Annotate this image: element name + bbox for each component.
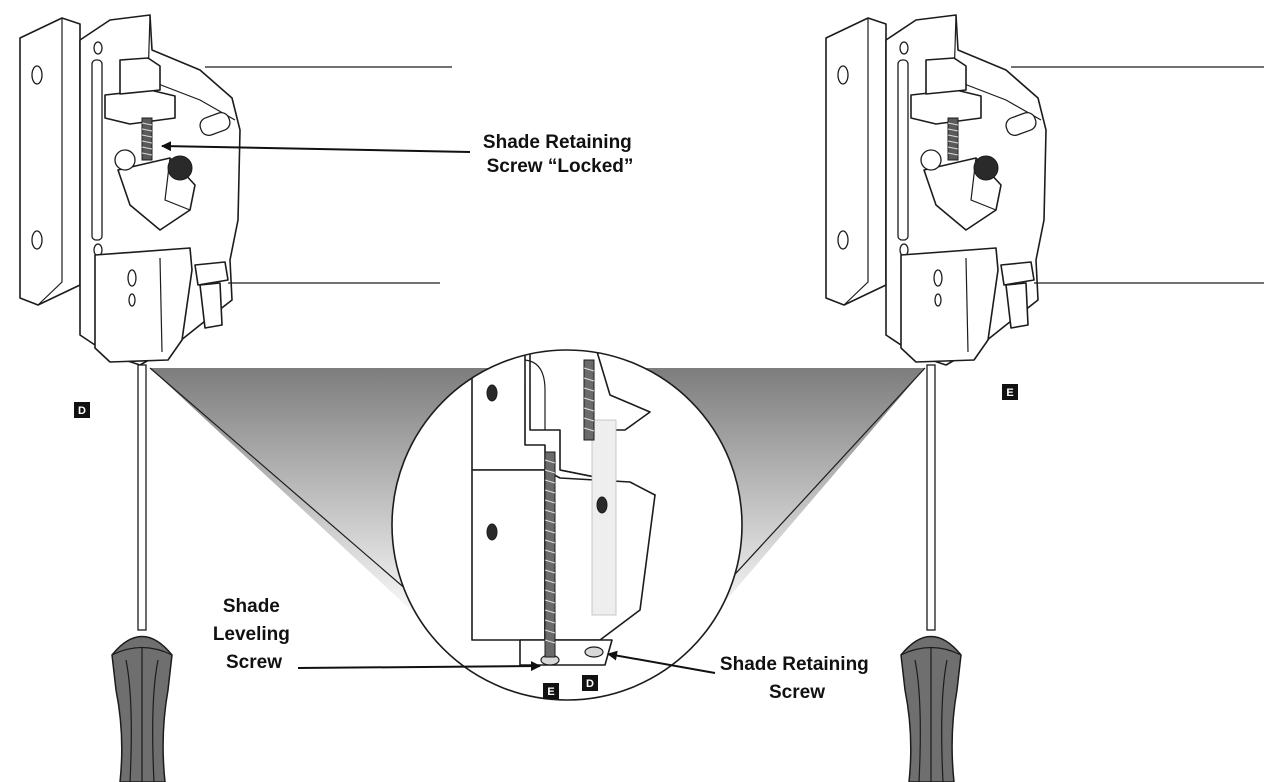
svg-text:D: D <box>78 405 86 417</box>
right-mounting-plate <box>825 17 887 306</box>
callout-arrows <box>161 141 716 674</box>
left-retaining-screw <box>141 117 153 161</box>
right-retaining-screw <box>947 117 959 161</box>
callout-retaining-screw: Shade Retaining Screw <box>720 654 874 703</box>
detail-magnifier <box>391 349 743 701</box>
detail-retaining-screw <box>583 359 595 441</box>
right-lower-housing <box>900 247 999 363</box>
svg-text:E: E <box>1006 387 1013 399</box>
callout-retaining-locked: Shade Retaining Screw “Locked” <box>483 132 637 177</box>
badge-detail-leveling: E <box>543 683 559 699</box>
detail-leveling-screw <box>544 451 556 658</box>
callout-leveling-screw: Shade Leveling Screw <box>213 596 295 673</box>
right-bracket-assembly <box>825 14 1264 366</box>
badge-right-bracket: E <box>1002 384 1018 400</box>
left-bracket-assembly <box>19 14 452 366</box>
svg-text:E: E <box>547 686 554 698</box>
svg-text:D: D <box>586 678 594 690</box>
detail-retaining-screw-head <box>584 646 604 658</box>
left-lower-housing <box>94 247 193 363</box>
badge-left-bracket: D <box>74 402 90 418</box>
left-mounting-plate <box>19 17 81 306</box>
badge-detail-retaining: D <box>582 675 598 691</box>
right-screwdriver <box>900 364 962 782</box>
left-screwdriver <box>111 364 173 782</box>
